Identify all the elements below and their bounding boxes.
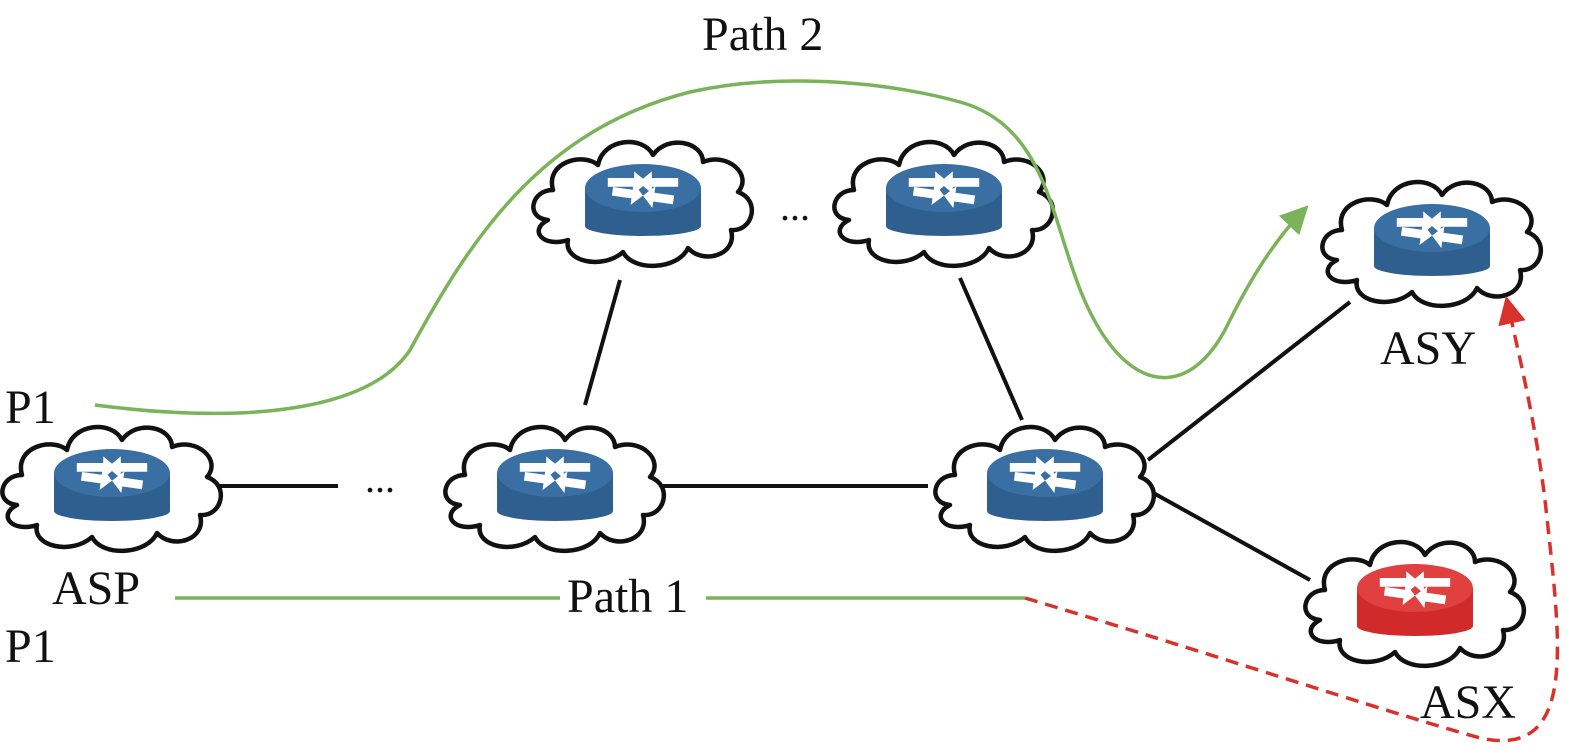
router-top-1 [533, 142, 751, 266]
router-icon [497, 449, 613, 521]
link-mid2-asx [1147, 488, 1311, 582]
link-mid2-asy [1146, 300, 1352, 462]
link-mid1-top1 [583, 279, 622, 406]
router-icon [886, 164, 1002, 236]
links [208, 277, 1352, 582]
router-icon [54, 449, 170, 521]
router-mid-2 [935, 427, 1153, 551]
asp-label: ASP [52, 562, 140, 615]
router-asx [1305, 542, 1523, 666]
router-asy [1322, 182, 1540, 306]
router-icon [1357, 564, 1473, 636]
router-mid-1 [445, 427, 663, 551]
asx-label: ASX [1420, 676, 1516, 729]
ellipsis-top: ... [780, 184, 810, 229]
ellipsis-bottom: ... [365, 456, 395, 501]
path-2-line [94, 79, 1309, 416]
prefix-label-top: P1 [5, 381, 56, 434]
link-top2-mid2 [958, 277, 1024, 421]
prefix-label-bottom: P1 [5, 620, 56, 673]
hijack-path-line [1024, 295, 1560, 743]
router-icon [585, 164, 701, 236]
router-asp [2, 427, 220, 551]
router-icon [1374, 204, 1490, 276]
path-2-label: Path 2 [702, 8, 823, 61]
router-icon [987, 449, 1103, 521]
asy-label: ASY [1380, 322, 1476, 375]
path-1-label: Path 1 [567, 570, 688, 623]
router-top-2 [834, 142, 1052, 266]
